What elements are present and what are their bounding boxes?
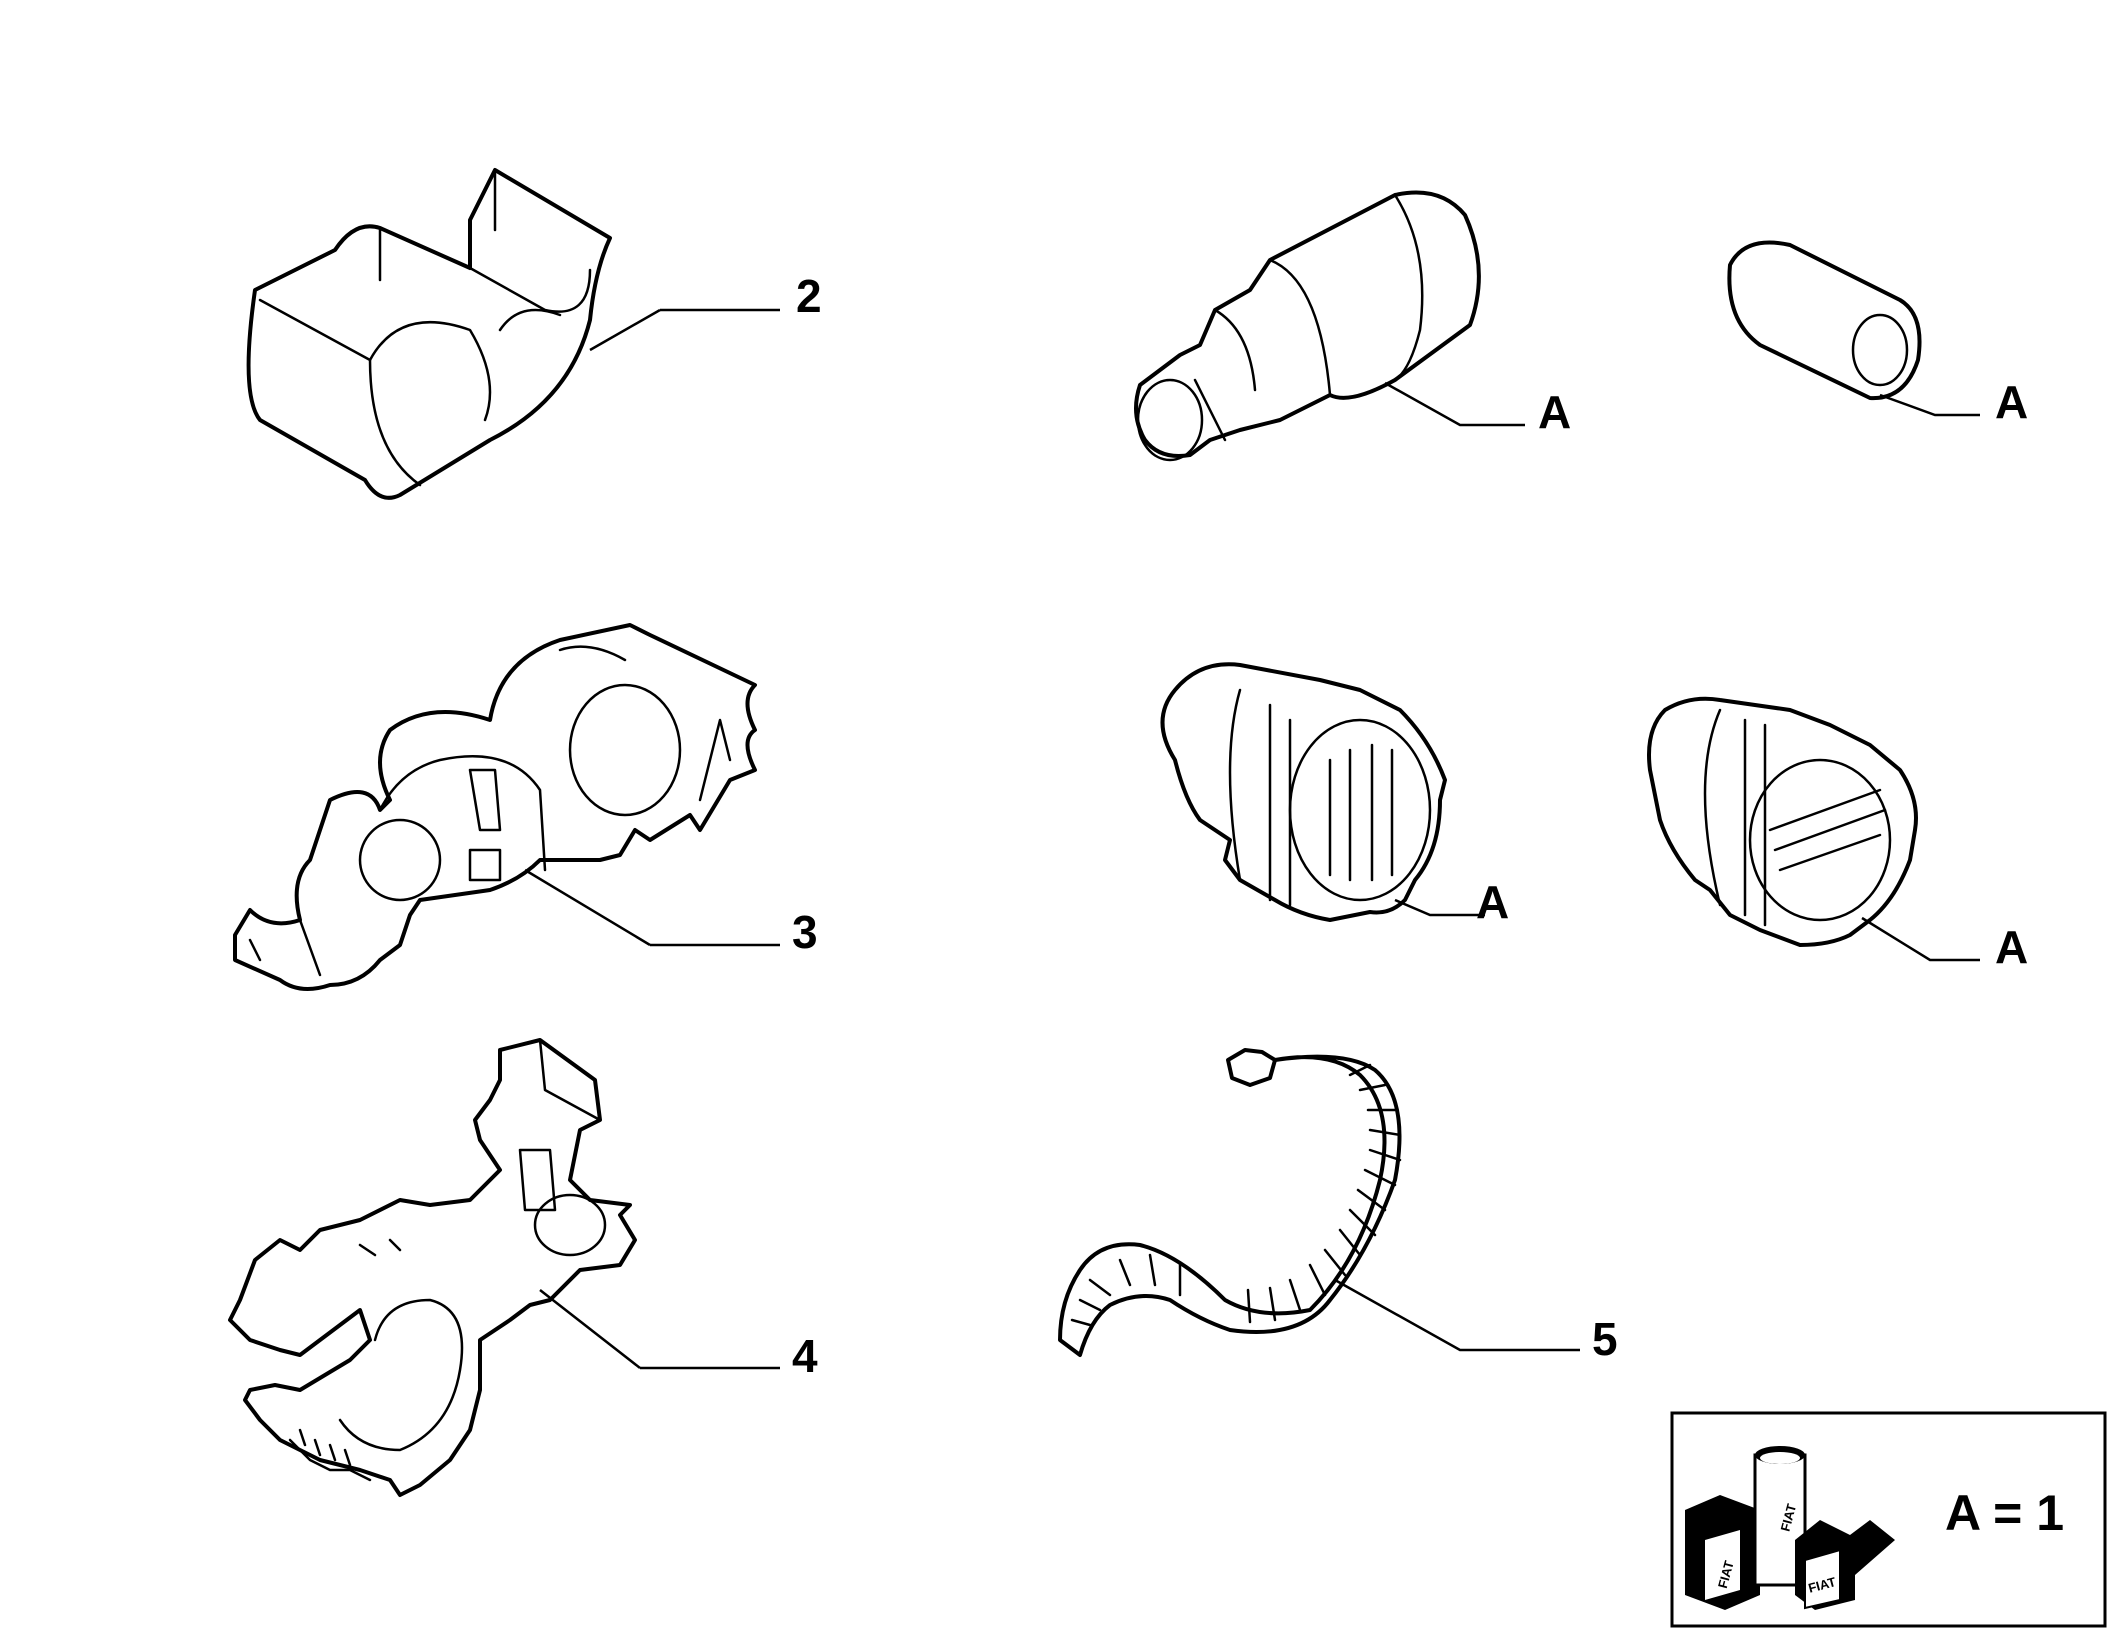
part-a1-label: A bbox=[1538, 386, 1571, 438]
part-5-label: 5 bbox=[1592, 1313, 1618, 1365]
part-4-clip bbox=[228, 1038, 637, 1497]
part-3-leader bbox=[524, 868, 651, 947]
part-a-cap-diagonal bbox=[1647, 696, 1918, 947]
part-3-clip bbox=[233, 623, 757, 991]
part-a3-label: A bbox=[1476, 876, 1509, 928]
part-4-leader bbox=[539, 1289, 641, 1369]
fiat-logo-lettering-left: FIAT bbox=[1715, 1559, 1737, 1590]
part-a4-leader bbox=[1861, 916, 1980, 962]
part-a2-leader bbox=[1879, 393, 1980, 417]
part-5-leader bbox=[1334, 1278, 1580, 1352]
part-a3-leader bbox=[1394, 898, 1485, 917]
legend-text: A = 1 bbox=[1945, 1485, 2064, 1541]
part-2-leader bbox=[589, 308, 661, 352]
part-a-cap-vertical bbox=[1160, 662, 1447, 922]
part-a-connector-stepped bbox=[1134, 190, 1481, 462]
legend-box: FIAT FIAT FIAT A = 1 bbox=[1670, 1411, 2107, 1628]
part-a2-label: A bbox=[1995, 376, 2028, 428]
part-2-label: 2 bbox=[796, 270, 822, 322]
part-4-label: 4 bbox=[792, 1330, 818, 1382]
part-a-sleeve bbox=[1727, 240, 1922, 401]
part-2-clip bbox=[246, 168, 612, 500]
part-3-label: 3 bbox=[792, 906, 818, 958]
part-5-clamp-band bbox=[1058, 1048, 1402, 1357]
part-a4-label: A bbox=[1995, 921, 2028, 973]
fiat-kit-logo-icon: FIAT FIAT FIAT bbox=[1685, 1446, 1895, 1610]
fiat-logo-lettering-cylinder: FIAT bbox=[1777, 1502, 1799, 1533]
part-a1-leader bbox=[1384, 381, 1525, 427]
fiat-logo-lettering-right: FIAT bbox=[1807, 1574, 1838, 1596]
